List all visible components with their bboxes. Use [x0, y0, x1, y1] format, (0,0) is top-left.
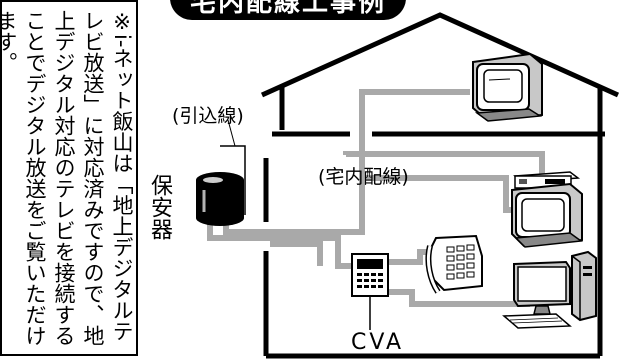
desktop-pc-icon: [502, 250, 597, 329]
roof-line: [260, 12, 620, 98]
cable-cva-phone: [388, 249, 432, 265]
cable-cva-tv: [359, 175, 514, 213]
drop-line-bracket: [227, 119, 236, 147]
cable-cva-pc: [388, 289, 530, 307]
label-drop-line: (引込線): [172, 105, 244, 127]
tv-upstairs-icon: [472, 52, 543, 122]
note-text: ※i-ネット飯山は「地上デジタルテレビ放送」に対応済みですので、地上デジタル対応…: [0, 10, 134, 346]
page-title: 宅内配線工事例: [170, 0, 406, 20]
telephone-icon: [425, 234, 483, 294]
tv-downstairs-icon: [511, 182, 584, 248]
label-in-house-wiring: (宅内配線): [318, 166, 409, 188]
label-protector: 保安器: [147, 174, 172, 240]
cable-cva-upstairs: [344, 89, 470, 235]
label-cva: CVA: [351, 330, 405, 355]
cable-protector-cva-2: [223, 224, 344, 235]
cable-cva-to-stb: [343, 151, 545, 180]
cables: [207, 89, 545, 307]
drop-line: [220, 145, 246, 215]
note-box: ※i-ネット飯山は「地上デジタルテレビ放送」に対応済みですので、地上デジタル対応…: [0, 0, 138, 356]
cable-lower-left: [270, 241, 323, 266]
set-top-box-icon: [513, 171, 581, 189]
cable-protector-cva: [207, 224, 352, 269]
house-outline-icon: [260, 12, 620, 359]
protector-cylinder-icon: [196, 172, 244, 226]
cva-device-icon: [351, 253, 389, 330]
